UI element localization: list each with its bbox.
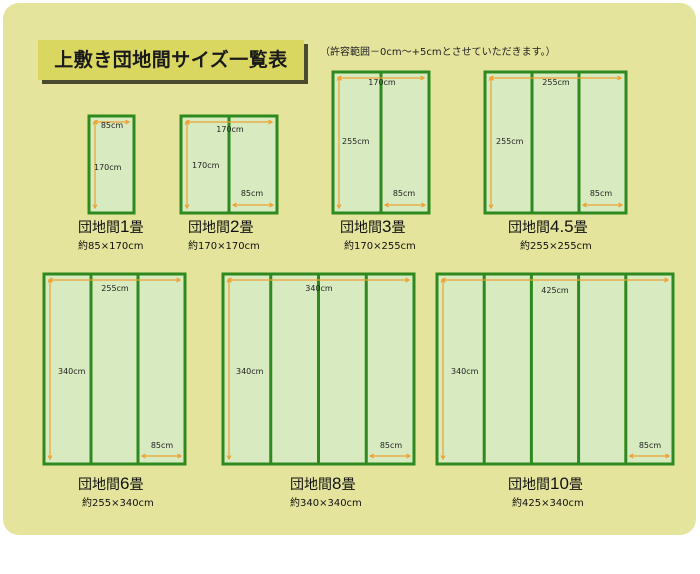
- mat-2-piece-arrow-head-0: [231, 202, 237, 208]
- mat-2-caption-label: 団地間: [188, 220, 230, 236]
- mat-1-size-text: 約85×170cm: [78, 239, 143, 252]
- mat-4-5-width-label: 255cm: [542, 78, 570, 87]
- mat-3-width-label: 170cm: [368, 78, 396, 87]
- mat-3-piece-arrow-head-0: [383, 202, 389, 208]
- mat-2-width-arrow-head-1: [268, 119, 274, 125]
- mat-4-5-outline: [483, 70, 628, 215]
- mat-6-piece-label: 85cm: [151, 441, 174, 450]
- mat-2-height-arrow-head-0: [184, 119, 190, 125]
- mat-1-height-label: 170cm: [94, 163, 122, 172]
- mat-3-piece-label: 85cm: [393, 189, 416, 198]
- mat-6-height-arrow-head-1: [47, 455, 53, 461]
- mat-1-width-arrow-head-1: [125, 119, 131, 125]
- mat-10-piece-arrow-head-0: [628, 453, 634, 459]
- mat-8-height-arrow-head-1: [226, 455, 232, 461]
- mat-4-5-size-text: 約255×255cm: [520, 239, 592, 252]
- mat-1-height-arrow-head-0: [92, 119, 98, 125]
- mat-6-caption-unit: 畳: [129, 477, 143, 493]
- tolerance-note: （許容範囲－0cm～+5cmとさせていただきます。）: [320, 47, 556, 58]
- mat-10-caption-count: 10: [550, 474, 569, 493]
- mat-8-caption-count: 8: [332, 474, 341, 493]
- mat-6-width-arrow-head-1: [176, 277, 182, 283]
- mat-8-size-text: 約340×340cm: [290, 496, 362, 509]
- mat-8-height-label: 340cm: [236, 367, 264, 376]
- mat-8-piece-arrow-head-1: [406, 453, 412, 459]
- mat-6-height-label: 340cm: [58, 367, 86, 376]
- mat-1-caption-label: 団地間: [78, 220, 120, 236]
- mat-6-piece-arrow-head-0: [140, 453, 146, 459]
- mat-2-piece-label: 85cm: [241, 189, 264, 198]
- mat-10-width-label: 425cm: [541, 286, 569, 295]
- mat-3-width-arrow-head-1: [420, 75, 426, 81]
- mat-2-caption: 団地間2畳: [188, 217, 253, 236]
- mat-10-caption-unit: 畳: [569, 477, 583, 493]
- mat-3-height-arrow-head-0: [336, 75, 342, 81]
- mat-4-5-height-arrow-head-1: [488, 204, 494, 210]
- mat-6-caption-count: 6: [120, 474, 129, 493]
- title-banner: 上敷き団地間サイズ一覧表: [38, 40, 304, 80]
- mat-3-size-text: 約170×255cm: [344, 239, 416, 252]
- mat-6-caption-label: 団地間: [78, 477, 120, 493]
- mat-6-piece-arrow-head-1: [177, 453, 183, 459]
- mat-2-width-label: 170cm: [216, 125, 244, 134]
- mat-10-height-arrow-head-1: [440, 455, 446, 461]
- mat-2-height-label: 170cm: [192, 161, 220, 170]
- mat-3-caption-label: 団地間: [340, 220, 382, 236]
- mat-10-piece-arrow-head-1: [665, 453, 671, 459]
- page-title: 上敷き団地間サイズ一覧表: [54, 49, 288, 71]
- mat-1-width-label: 85cm: [101, 121, 124, 130]
- mat-10-height-arrow-head-0: [440, 277, 446, 283]
- mat-8-caption-unit: 畳: [341, 477, 355, 493]
- mat-10-caption-label: 団地間: [508, 477, 550, 493]
- mat-8-width-arrow-head-1: [405, 277, 411, 283]
- mat-4-5-caption: 団地間4.5畳: [508, 217, 588, 236]
- mat-6-outline: [42, 272, 187, 466]
- mat-3-piece-arrow-head-1: [421, 202, 427, 208]
- mat-4-5-height-label: 255cm: [496, 137, 524, 146]
- mat-2-height-arrow-head-1: [184, 204, 190, 210]
- mat-1-caption-count: 1: [120, 217, 129, 236]
- mat-10-size-text: 約425×340cm: [512, 496, 584, 509]
- mat-2-caption-unit: 畳: [239, 220, 253, 236]
- mat-6-size-text: 約255×340cm: [82, 496, 154, 509]
- mat-3-caption: 団地間3畳: [340, 217, 405, 236]
- mat-1-caption: 団地間1畳: [78, 217, 143, 236]
- mat-2-size-text: 約170×170cm: [188, 239, 260, 252]
- mat-10-piece-label: 85cm: [639, 441, 662, 450]
- mat-1-outline: [87, 114, 136, 215]
- mat-4-5-caption-label: 団地間: [508, 220, 550, 236]
- mat-4-5-caption-unit: 畳: [574, 220, 588, 236]
- mat-8-piece-arrow-head-0: [368, 453, 375, 459]
- mat-6-width-label: 255cm: [101, 284, 129, 293]
- mat-3-caption-count: 3: [382, 217, 391, 236]
- mat-6-caption: 団地間6畳: [78, 474, 143, 493]
- mat-4-5-width-arrow-head-1: [617, 75, 623, 81]
- mat-3-height-arrow-head-1: [336, 204, 342, 210]
- mat-4-5-piece-arrow-head-1: [618, 202, 624, 208]
- mat-4-5-caption-count: 4.5: [550, 217, 574, 236]
- mat-10-caption: 団地間10畳: [508, 474, 583, 493]
- mat-2-piece-arrow-head-1: [269, 202, 275, 208]
- mat-8-width-label: 340cm: [305, 284, 333, 293]
- mat-2-caption-count: 2: [230, 217, 239, 236]
- mat-4-5-piece-arrow-head-0: [581, 202, 587, 208]
- mat-10-width-arrow-head-1: [664, 277, 670, 283]
- mat-4-5-height-arrow-head-0: [488, 75, 494, 81]
- mat-6-height-arrow-head-0: [47, 277, 53, 283]
- mat-3-height-label: 255cm: [342, 137, 370, 146]
- mat-1-caption-unit: 畳: [129, 220, 143, 236]
- mat-1-height-arrow-head-1: [92, 204, 98, 210]
- mat-8-height-arrow-head-0: [226, 277, 232, 283]
- mat-8-caption-label: 団地間: [290, 477, 332, 493]
- mat-4-5-piece-label: 85cm: [590, 189, 613, 198]
- mat-3-caption-unit: 畳: [391, 220, 405, 236]
- mat-10-outline: [435, 272, 675, 466]
- mat-8-caption: 団地間8畳: [290, 474, 355, 493]
- mat-10-height-label: 340cm: [451, 367, 479, 376]
- mat-8-piece-label: 85cm: [380, 441, 403, 450]
